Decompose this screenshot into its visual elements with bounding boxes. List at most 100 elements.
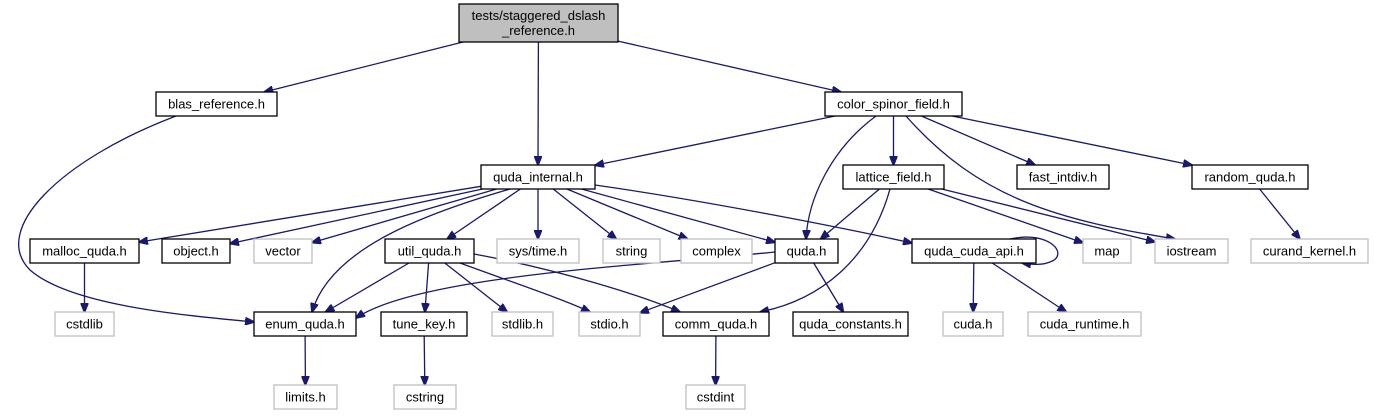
edge-quda-internal-to-malloc-quda [139, 185, 482, 242]
node-enum-quda[interactable]: enum_quda.h [253, 311, 357, 337]
node-label: lattice_field.h [856, 170, 932, 185]
edge-color-spinor-field-to-quda [806, 115, 877, 239]
edge-tune-key-to-cstring [424, 335, 425, 385]
node-box [1082, 238, 1132, 264]
edge-blas-reference-to-enum-quda [18, 115, 254, 322]
edge-color-spinor-field-to-quda-internal [595, 115, 836, 165]
node-stdio: stdio.h [578, 311, 641, 337]
node-label: random_quda.h [1204, 170, 1295, 185]
node-tune-key[interactable]: tune_key.h [380, 311, 468, 337]
node-box [161, 238, 231, 264]
node-label: object.h [173, 244, 219, 259]
edge-util-quda-to-tune-key [425, 262, 429, 312]
node-root[interactable]: tests/staggered_dslash_reference.h [458, 3, 619, 43]
edge-lattice-field-to-iostream [941, 188, 1155, 242]
node-label: fast_intdiv.h [1029, 170, 1097, 185]
node-label: quda.h [787, 244, 827, 259]
edge-util-quda-to-enum-quda [326, 262, 410, 312]
node-box [842, 164, 945, 190]
node-label: map [1094, 244, 1119, 259]
node-label: tests/staggered_dslash [472, 8, 606, 23]
node-limits: limits.h [273, 384, 338, 410]
node-stdlib: stdlib.h [491, 311, 554, 337]
edge-lattice-field-to-comm-quda [760, 188, 891, 312]
edge-quda-cuda-api-to-cuda [973, 262, 974, 312]
node-vector: vector [253, 238, 313, 264]
node-label: color_spinor_field.h [837, 97, 950, 112]
edge-quda-internal-to-enum-quda [312, 188, 511, 312]
node-label: malloc_quda.h [42, 244, 127, 259]
node-complex: complex [680, 238, 753, 264]
node-box [496, 238, 580, 264]
node-box [792, 311, 909, 337]
node-box [458, 3, 619, 43]
node-label: quda_constants.h [799, 317, 902, 332]
node-sys-time: sys/time.h [496, 238, 580, 264]
node-label: stdio.h [590, 317, 628, 332]
node-cuda: cuda.h [942, 311, 1004, 337]
node-cstring: cstring [393, 384, 457, 410]
node-box [824, 91, 963, 117]
node-label: _reference.h [501, 23, 575, 38]
node-label: iostream [1167, 244, 1217, 259]
node-quda-cuda-api[interactable]: quda_cuda_api.h [911, 238, 1037, 264]
node-color-spinor-field[interactable]: color_spinor_field.h [824, 91, 963, 117]
node-box [393, 384, 457, 410]
node-malloc-quda[interactable]: malloc_quda.h [29, 238, 140, 264]
node-label: string [616, 244, 648, 259]
edge-quda-to-stdio [640, 262, 776, 313]
node-box [273, 384, 338, 410]
node-box [685, 384, 746, 410]
edge-color-spinor-field-to-iostream [905, 115, 1175, 239]
node-util-quda[interactable]: util_quda.h [384, 238, 475, 264]
node-box [380, 311, 468, 337]
node-label: limits.h [285, 390, 325, 405]
edge-random-quda-to-curand-kernel [1259, 188, 1300, 239]
node-label: cuda.h [953, 317, 992, 332]
edge-util-quda-to-stdio [459, 262, 590, 312]
edge-quda-internal-to-util-quda [447, 188, 521, 239]
node-box [480, 164, 596, 190]
edge-quda-internal-to-vector [312, 188, 497, 243]
node-label: quda_internal.h [493, 170, 583, 185]
node-random-quda[interactable]: random_quda.h [1191, 164, 1309, 190]
node-box [54, 311, 115, 337]
node-box [1027, 311, 1142, 337]
node-label: cstdint [697, 390, 735, 405]
node-box [155, 91, 278, 117]
node-quda-constants[interactable]: quda_constants.h [792, 311, 909, 337]
edge-quda-cuda-api-to-cuda-runtime [991, 262, 1066, 312]
node-fast-intdiv[interactable]: fast_intdiv.h [1016, 164, 1110, 190]
edge-lattice-field-to-quda [821, 188, 880, 239]
node-box [29, 238, 140, 264]
node-blas-reference[interactable]: blas_reference.h [155, 91, 278, 117]
node-label: cuda_runtime.h [1040, 317, 1130, 332]
edge-quda-internal-to-quda [581, 188, 776, 242]
node-quda[interactable]: quda.h [774, 238, 839, 264]
node-box [1154, 238, 1229, 264]
node-object[interactable]: object.h [161, 238, 231, 264]
node-box [602, 238, 661, 264]
node-label: vector [265, 244, 301, 259]
node-label: quda_cuda_api.h [924, 244, 1024, 259]
node-comm-quda[interactable]: comm_quda.h [662, 311, 770, 337]
node-cstdint: cstdint [685, 384, 746, 410]
edge-lattice-field-to-map [927, 188, 1083, 243]
node-label: blas_reference.h [168, 97, 265, 112]
node-quda-internal[interactable]: quda_internal.h [480, 164, 596, 190]
node-label: cstdlib [66, 317, 103, 332]
node-label: curand_kernel.h [1263, 244, 1356, 259]
node-box [942, 311, 1004, 337]
node-label: cstring [406, 390, 444, 405]
node-box [253, 311, 357, 337]
edge-quda-internal-to-quda-cuda-api [594, 184, 912, 243]
node-label: sys/time.h [509, 244, 568, 259]
node-box [662, 311, 770, 337]
node-label: util_quda.h [398, 244, 462, 259]
edges-layer [18, 40, 1300, 385]
edge-color-spinor-field-to-random-quda [951, 115, 1192, 165]
node-label: complex [692, 244, 741, 259]
node-curand-kernel: curand_kernel.h [1250, 238, 1369, 264]
node-lattice-field[interactable]: lattice_field.h [842, 164, 945, 190]
